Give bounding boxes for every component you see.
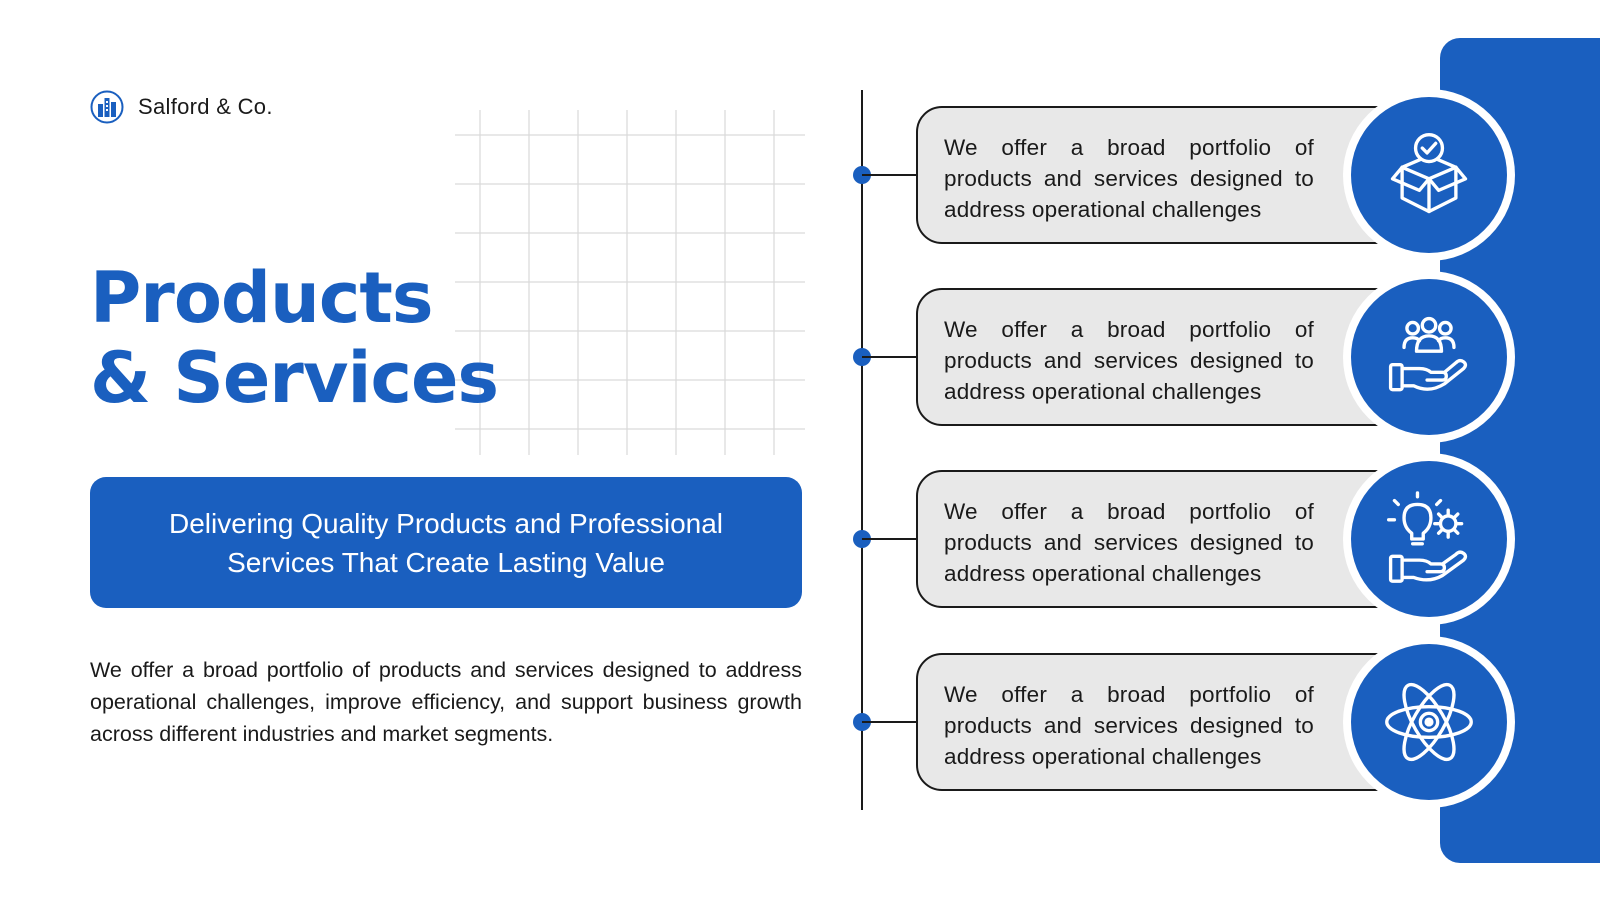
brand-name: Salford & Co. [138,94,273,119]
service-card-text: We offer a broad portfolio of products a… [944,499,1314,586]
subtitle-text: Delivering Quality Products and Professi… [168,507,724,578]
description: We offer a broad portfolio of products a… [90,658,802,746]
timeline-connector [862,538,917,540]
service-card-text: We offer a broad portfolio of products a… [944,682,1314,769]
service-card: We offer a broad portfolio of products a… [916,470,1426,608]
timeline-connector [862,721,917,723]
service-card-text: We offer a broad portfolio of products a… [944,135,1314,222]
service-card: We offer a broad portfolio of products a… [916,653,1426,791]
timeline-line [861,90,863,810]
product-box-check-icon [1390,133,1468,214]
page-title: Products & Services [90,257,499,419]
subtitle-banner: Delivering Quality Products and Professi… [90,477,802,608]
atom-icon [1385,682,1473,762]
icon-badge [1343,453,1515,625]
timeline-connector [862,356,917,358]
title-line-1: Products [90,257,433,339]
idea-gear-hand-icon [1387,491,1468,583]
icon-badge [1343,89,1515,261]
icon-badge [1343,636,1515,808]
service-card-text: We offer a broad portfolio of products a… [944,317,1314,404]
timeline-connector [862,174,917,176]
team-hand-icon [1388,316,1468,392]
decorative-grid [455,110,805,455]
building-logo-icon [90,90,124,124]
brand: Salford & Co. [90,90,273,124]
title-line-2: & Services [90,337,499,419]
service-card: We offer a broad portfolio of products a… [916,288,1426,426]
icon-badge [1343,271,1515,443]
service-card: We offer a broad portfolio of products a… [916,106,1426,244]
